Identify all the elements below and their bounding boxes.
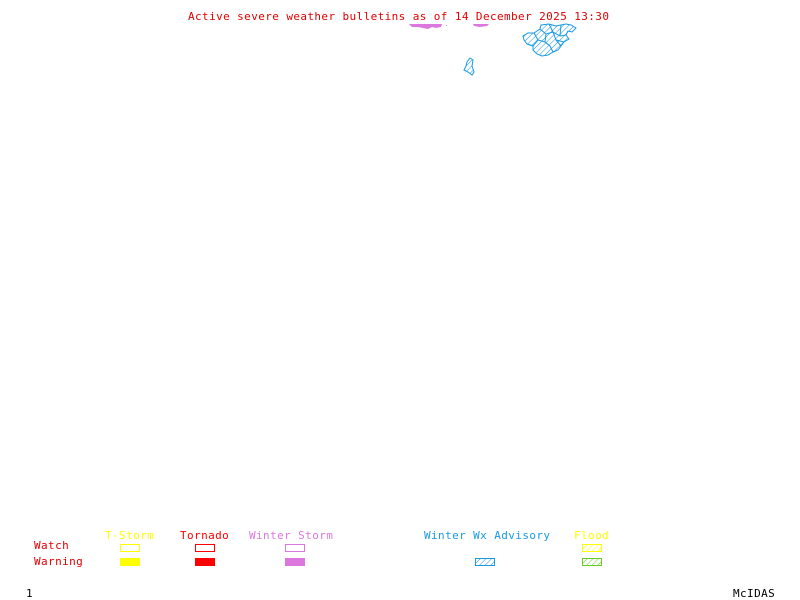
winter-advisory-swatch [475,558,495,566]
tornado-warning-swatch [195,558,215,566]
legend-watch-label: Watch [34,539,70,552]
tstorm-warning-swatch [120,558,140,566]
flood-watch-swatch [582,544,602,552]
legend-winter-advisory-header: Winter Wx Advisory [424,529,551,542]
bulletin-title: Active severe weather bulletins as of 14… [188,10,610,23]
legend-winter-storm-header: Winter Storm [249,529,334,542]
winter-advisory-cluster [522,23,577,57]
winter-storm-warning-zone [446,25,447,26]
tornado-watch-swatch [195,544,215,552]
legend-tstorm-header: T-Storm [105,529,155,542]
tstorm-watch-swatch [120,544,140,552]
legend-tornado-header: Tornado [180,529,230,542]
winter-storm-warning-zone [409,24,442,29]
flood-warning-swatch [582,558,602,566]
legend-flood-header: Flood [574,529,610,542]
winter-advisory-zone [463,57,475,76]
software-label: McIDAS [733,587,776,600]
winter-storm-warning-swatch [285,558,305,566]
winter-storm-watch-swatch [285,544,305,552]
winter-storm-warning-zone [473,24,489,27]
frame-number: 1 [26,587,34,600]
legend-warning-label: Warning [34,555,84,568]
